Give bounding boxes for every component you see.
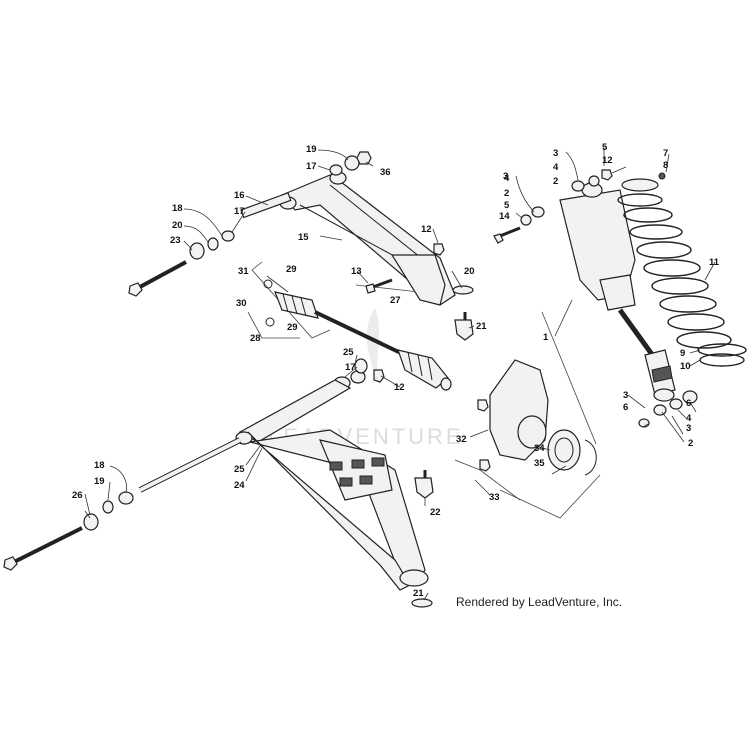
leader-lines	[84, 147, 716, 601]
callout: 3	[553, 148, 558, 159]
callout: 21	[476, 321, 487, 332]
callout: 4	[686, 413, 692, 424]
callout: 17	[234, 206, 245, 217]
callout: 17	[306, 161, 317, 172]
callout: 11	[709, 257, 720, 268]
callout: 35	[534, 458, 545, 469]
callout: 29	[286, 264, 297, 275]
ball-joints	[411, 285, 474, 608]
callout: 7	[663, 148, 668, 159]
callout: 18	[172, 203, 183, 214]
callout: 21	[413, 588, 424, 599]
callout: 10	[680, 361, 691, 372]
callout: 5	[504, 200, 510, 211]
callout-labels: 1 2 2 2 3 3 3 3 4 4 4 5 5 6 6 7 8 9 10 1…	[72, 142, 720, 599]
callout: 26	[72, 490, 83, 501]
callout: 34	[534, 443, 545, 454]
callout: 6	[623, 402, 628, 413]
callout: 12	[602, 155, 613, 166]
callout: 6	[686, 398, 691, 409]
coil-spring	[617, 178, 747, 367]
callout: 2	[688, 438, 693, 449]
lower-a-arm	[235, 379, 429, 591]
caption-text: Rendered by LeadVenture, Inc.	[456, 595, 622, 609]
upper-arm-hardware	[128, 151, 445, 297]
callout: 32	[456, 434, 467, 445]
callout: 19	[94, 476, 105, 487]
callout: 20	[464, 266, 475, 277]
callout: 4	[504, 173, 510, 184]
callout: 28	[250, 333, 261, 344]
upper-a-arm	[279, 171, 456, 306]
callout: 1	[543, 332, 549, 343]
callout: 13	[351, 266, 362, 277]
callout: 5	[602, 142, 608, 153]
callout: 31	[238, 266, 249, 277]
shock-absorber	[559, 182, 676, 402]
callout: 20	[172, 220, 183, 231]
callout: 22	[430, 507, 441, 518]
callout: 18	[94, 460, 105, 471]
callout: 12	[421, 224, 432, 235]
callout: 2	[504, 188, 509, 199]
callout: 3	[623, 390, 628, 401]
callout: 23	[170, 235, 181, 246]
callout: 12	[394, 382, 405, 393]
callout: 2	[553, 176, 558, 187]
callout: 15	[298, 232, 309, 243]
callout: 17	[345, 362, 356, 373]
callout: 8	[663, 160, 668, 171]
callout: 3	[686, 423, 691, 434]
callout: 19	[306, 144, 317, 155]
callout: 30	[236, 298, 247, 309]
callout: 16	[234, 190, 245, 201]
callout: 24	[234, 480, 245, 491]
callout: 14	[499, 211, 510, 222]
callout: 4	[553, 162, 559, 173]
callout: 25	[234, 464, 245, 475]
callout: 27	[390, 295, 401, 306]
callout: 25	[343, 347, 354, 358]
steering-knuckle	[477, 359, 597, 476]
callout: 33	[489, 492, 500, 503]
callout: 29	[287, 322, 298, 333]
callout: 3	[503, 171, 508, 182]
cv-axle	[263, 279, 452, 391]
shock-hardware	[493, 169, 698, 428]
callout: 36	[380, 167, 391, 178]
lower-arm-shaft	[3, 437, 242, 571]
callout: 9	[680, 348, 685, 359]
